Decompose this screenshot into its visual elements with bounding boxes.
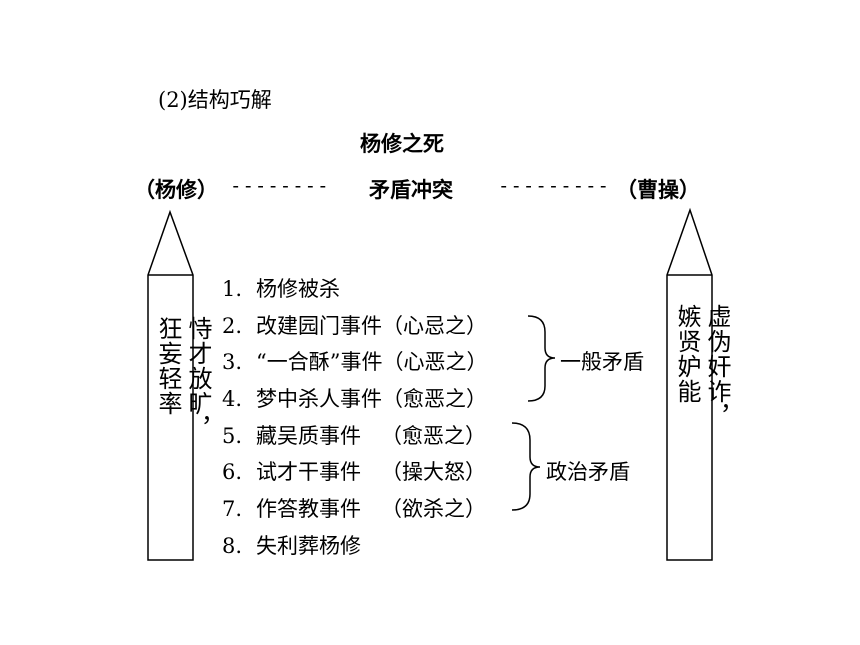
left-traits: 恃才放旷， 狂妄轻率 <box>154 316 212 441</box>
event-number: 4. <box>222 387 243 411</box>
event-text: 试才干事件 <box>256 460 361 484</box>
event-number: 2. <box>222 314 243 338</box>
group-label-general: 一般矛盾 <box>560 350 644 374</box>
brace-general <box>527 315 556 402</box>
group-label-political: 政治矛盾 <box>546 460 630 484</box>
event-text: 藏吴质事件 <box>256 424 361 448</box>
event-item: 5. 藏吴质事件 （愈恶之） <box>222 420 486 450</box>
left-dash-line: -------- <box>230 175 330 197</box>
event-reaction: （欲杀之） <box>381 497 486 521</box>
event-item: 7. 作答教事件 （欲杀之） <box>222 493 486 523</box>
event-item: 4. 梦中杀人事件（愈恶之） <box>222 383 487 413</box>
event-text: 梦中杀人事件 <box>256 387 382 411</box>
right-character: （曹操） <box>616 178 700 202</box>
section-title: (2)结构巧解 <box>158 88 272 112</box>
event-text: 作答教事件 <box>256 497 361 521</box>
event-text: “一合酥”事件 <box>256 350 383 374</box>
left-character: （杨修） <box>134 178 218 202</box>
right-traits: 虚伪奸诈， 嫉贤妒能 <box>673 304 731 429</box>
event-text: 杨修被杀 <box>256 277 340 301</box>
event-item: 6. 试才干事件 （操大怒） <box>222 456 486 486</box>
event-number: 8. <box>222 534 243 558</box>
conflict-label: 矛盾冲突 <box>369 178 453 202</box>
event-item: 8. 失利葬杨修 <box>222 530 361 560</box>
event-reaction: （愈恶之） <box>381 424 486 448</box>
event-number: 3. <box>222 350 243 374</box>
right-dash-line: --------- <box>498 175 610 197</box>
event-reaction: （愈恶之） <box>382 387 487 411</box>
event-item: 3. “一合酥”事件（心恶之） <box>222 346 487 376</box>
left-pillar <box>147 209 194 561</box>
event-reaction: （操大怒） <box>381 460 486 484</box>
diagram-title: 杨修之死 <box>360 132 444 156</box>
brace-political <box>511 422 541 511</box>
right-pillar <box>666 207 713 561</box>
event-reaction: （心忌之） <box>382 314 487 338</box>
event-item: 2. 改建园门事件（心忌之） <box>222 310 487 340</box>
event-reaction: （心恶之） <box>382 350 488 374</box>
event-item: 1. 杨修被杀 <box>222 273 340 303</box>
event-number: 1. <box>222 277 243 301</box>
event-text: 改建园门事件 <box>256 314 382 338</box>
event-number: 6. <box>222 460 243 484</box>
event-number: 5. <box>222 424 243 448</box>
event-number: 7. <box>222 497 243 521</box>
event-text: 失利葬杨修 <box>256 534 361 558</box>
